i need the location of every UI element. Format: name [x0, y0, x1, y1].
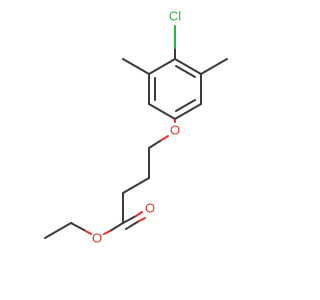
- ester-c-o-bond-carbon-part: [109, 222, 124, 232]
- carbonyl-bond-oxygen-part-b: [138, 217, 146, 222]
- chlorine-atom-label: Cl: [169, 9, 181, 24]
- ester-oxygen-atom-label: O: [92, 231, 102, 246]
- carbonyl-bond-oxygen-part-a: [135, 211, 143, 217]
- o-ethyl-bond-oxygen-part: [83, 229, 92, 235]
- ring-bond-c6-c1: [148, 58, 176, 75]
- o-ch2-bond-oxygen-part: [159, 135, 169, 142]
- o-ethyl-bond-carbon-part: [70, 222, 85, 231]
- ring-bond-c3-c4: [174, 103, 202, 120]
- ethyl-terminal-bond: [44, 222, 72, 239]
- structure-canvas: Cl O O O: [44, 9, 228, 246]
- molecule-drawing: Cl O O O: [44, 9, 228, 246]
- ring-bond-c1-c2: [174, 58, 202, 75]
- ether-oxygen-atom-label: O: [170, 123, 180, 138]
- ring-double-bond-inner-1: [175, 65, 196, 78]
- methyl-bond-left: [122, 58, 150, 75]
- o-ch2-bond-carbon-part: [148, 140, 161, 149]
- ring-double-bond-inner-2: [175, 99, 196, 112]
- ring-bond-c4-c5: [148, 103, 176, 120]
- chain-bond-2: [122, 177, 150, 194]
- carbonyl-bond-carbon-part-a: [122, 215, 137, 224]
- carbonyl-oxygen-atom-label: O: [145, 201, 155, 216]
- methyl-bond-right: [200, 58, 228, 75]
- ester-c-o-bond-oxygen-part: [103, 230, 111, 235]
- carbonyl-bond-carbon-part-b: [125, 220, 140, 230]
